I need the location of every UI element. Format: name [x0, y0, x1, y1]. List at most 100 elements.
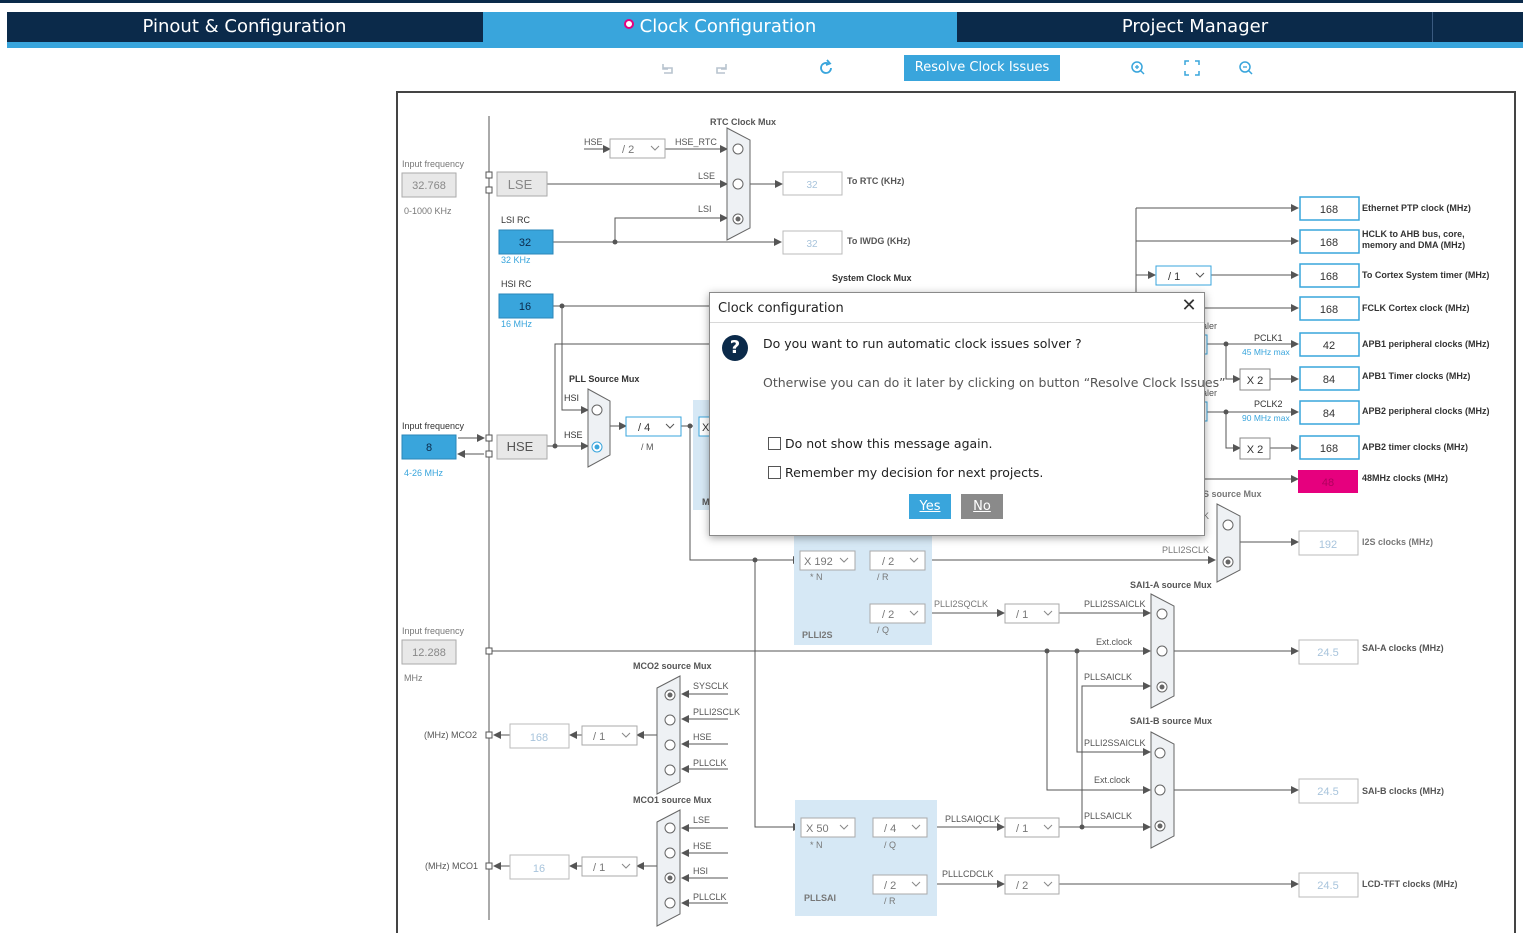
rtc-div-select[interactable] — [609, 138, 666, 159]
zoom-out-icon[interactable] — [1236, 58, 1256, 78]
pllsai-lcddiv-select[interactable] — [1004, 874, 1060, 895]
mco2-radio-hse[interactable] — [664, 739, 676, 751]
tab-pinout-configuration[interactable]: Pinout & Configuration — [7, 12, 482, 42]
plli2s-r-select[interactable] — [869, 550, 926, 571]
chevron-down-icon — [621, 863, 631, 869]
tab-project-manager[interactable]: Project Manager — [958, 12, 1432, 42]
ext-input-unit: MHz — [404, 673, 423, 683]
lsi-rc-value: 32 — [519, 237, 531, 249]
system-clock-mux-title: System Clock Mux — [832, 273, 912, 283]
fit-icon[interactable] — [1182, 58, 1202, 78]
zoom-in-icon[interactable] — [1128, 58, 1148, 78]
lse-input-label: Input frequency — [402, 159, 465, 169]
pll-m-select[interactable] — [625, 416, 682, 437]
cortex-timer-output — [1299, 263, 1360, 288]
mco1-div-select[interactable] — [581, 856, 638, 877]
ethernet-ptp-label: Ethernet PTP clock (MHz) — [1362, 203, 1471, 213]
redo-icon[interactable] — [711, 58, 731, 78]
chevron-down-icon — [1043, 881, 1053, 887]
tab-label: Project Manager — [1121, 16, 1269, 37]
chevron-down-icon — [911, 824, 921, 830]
rtc-mux-radio-lse[interactable] — [732, 178, 744, 190]
pclk1-max: 45 MHz max — [1242, 347, 1290, 357]
mco2-radio-plli2sclk[interactable] — [664, 714, 676, 726]
mco1-radio-lse[interactable] — [664, 822, 676, 834]
do-not-show-checkbox[interactable] — [768, 437, 781, 450]
saia-output-value: 24.5 — [1317, 647, 1338, 659]
hse-input-field[interactable] — [401, 434, 457, 460]
dialog-question: Do you want to run automatic clock issue… — [763, 336, 1082, 351]
mco1-radio-hse[interactable] — [664, 847, 676, 859]
saib-radio-2[interactable] — [1154, 784, 1166, 796]
fclk-label: FCLK Cortex clock (MHz) — [1362, 303, 1470, 313]
refresh-icon[interactable] — [816, 58, 836, 78]
saia-output-label: SAI-A clocks (MHz) — [1362, 643, 1444, 653]
pll-n-value: X — [702, 422, 710, 434]
mco1-output-field — [509, 854, 570, 880]
rtc-hse-rtc-label: HSE_RTC — [675, 137, 717, 147]
saib-in3: PLLSAICLK — [1084, 811, 1132, 821]
plli2s-q-value: / 2 — [882, 609, 894, 621]
question-icon: ? — [722, 335, 748, 361]
rtc-output-label: To RTC (KHz) — [847, 176, 904, 186]
pllsai-qdiv-select[interactable] — [1004, 817, 1060, 838]
iwdg-output-field — [782, 230, 843, 255]
mco1-in-lse: LSE — [693, 815, 710, 825]
lse-range: 0-1000 KHz — [404, 206, 452, 216]
pllsai-title: PLLSAI — [804, 893, 836, 903]
lse-input-field[interactable] — [401, 172, 457, 198]
pll-main-label: M — [702, 497, 710, 507]
hsi-rc-label: HSI RC — [501, 279, 532, 289]
pllsai-n-select[interactable] — [800, 817, 856, 838]
iwdg-output-value: 32 — [806, 239, 818, 250]
mco2-div-select[interactable] — [581, 725, 638, 746]
ext-input-value: 12.288 — [412, 647, 446, 659]
resolve-clock-issues-button[interactable]: Resolve Clock Issues — [904, 55, 1060, 81]
hsi-rc-block — [498, 293, 554, 319]
rtc-mux-radio-hse[interactable] — [732, 143, 744, 155]
saib-radio-1[interactable] — [1154, 747, 1166, 759]
mco1-radio-pllclk[interactable] — [664, 897, 676, 909]
yes-button[interactable]: Yes — [909, 494, 951, 519]
pllsai-qclk-label: PLLSAIQCLK — [945, 814, 1000, 824]
pllsai-lcdclk-label: PLLLCDCLK — [942, 869, 994, 879]
chevron-down-icon — [839, 824, 849, 830]
ext-input-field[interactable] — [401, 639, 457, 665]
remember-decision-checkbox[interactable] — [768, 466, 781, 479]
pll-mux-radio-hsi[interactable] — [591, 404, 603, 416]
output-clocks: 168 Ethernet PTP clock (MHz) 168 HCLK to… — [1298, 196, 1490, 493]
pllsai-r-select[interactable] — [872, 874, 928, 895]
iwdg-output-label: To IWDG (KHz) — [847, 236, 910, 246]
undo-icon[interactable] — [658, 58, 678, 78]
close-icon[interactable]: ✕ — [1181, 295, 1197, 316]
plli2s-qdiv-select[interactable] — [1004, 603, 1060, 624]
chevron-down-icon — [839, 557, 849, 563]
pllsai-q-select[interactable] — [872, 817, 928, 838]
saia-radio-2[interactable] — [1156, 645, 1168, 657]
mco2-radio-pllclk[interactable] — [664, 764, 676, 776]
lsi-rc-block — [498, 229, 554, 255]
saia-output-field — [1298, 639, 1359, 665]
saia-radio-1[interactable] — [1156, 608, 1168, 620]
apb2-peripheral-label: APB2 peripheral clocks (MHz) — [1362, 406, 1490, 416]
lse-block-label: LSE — [508, 177, 533, 192]
tab-clock-configuration[interactable]: Clock Configuration — [483, 12, 957, 42]
plli2s-q-select[interactable] — [869, 603, 926, 624]
plli2s-n-select[interactable] — [799, 550, 856, 571]
tab-label: Pinout & Configuration — [142, 16, 347, 37]
mco1-in-pllclk: PLLCLK — [693, 892, 727, 902]
radio-selected-dot — [667, 875, 673, 881]
radio-selected-dot — [1225, 559, 1231, 565]
i2s-output-field — [1298, 530, 1359, 556]
plli2s-area — [794, 533, 932, 645]
mco2-in-pllclk: PLLCLK — [693, 758, 727, 768]
hclk-label-2: memory and DMA (MHz) — [1362, 240, 1465, 250]
i2s-mux-radio-ext[interactable] — [1222, 519, 1234, 531]
apb2-peripheral-value: 84 — [1323, 408, 1335, 420]
cortex-timer-div-select[interactable] — [1155, 265, 1212, 286]
window-top-line — [0, 0, 1523, 3]
pclk2-max: 90 MHz max — [1242, 413, 1290, 423]
hclk-value: 168 — [1320, 237, 1338, 249]
pllsai-q-value: / 4 — [884, 823, 896, 835]
no-button[interactable]: No — [961, 494, 1003, 519]
